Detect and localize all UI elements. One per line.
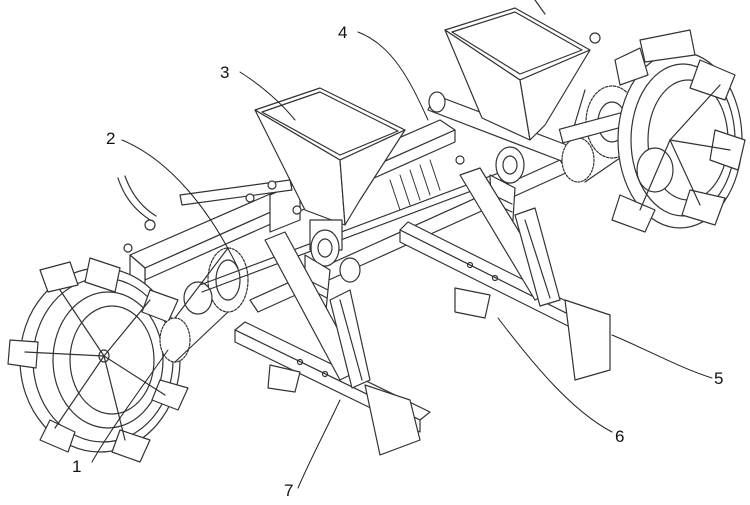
- right-wheel: [611, 29, 746, 233]
- callout-1: 1: [72, 457, 82, 476]
- leader-7: [297, 399, 341, 489]
- left-sprocket: [159, 247, 249, 363]
- callout-3: 3: [220, 63, 230, 82]
- leader-5: [611, 334, 713, 379]
- leader-2: [121, 139, 239, 269]
- left-seed-unit: [264, 229, 421, 456]
- callout-7: 7: [284, 481, 294, 500]
- callout-6: 6: [615, 427, 625, 446]
- callout-5: 5: [714, 369, 724, 388]
- right-hopper: [444, 0, 591, 141]
- left-wheel: [7, 257, 189, 463]
- leader-6: [497, 317, 613, 433]
- leader-1: [91, 349, 169, 463]
- leader-3: [239, 71, 296, 121]
- left-hopper: [254, 87, 406, 251]
- callout-4: 4: [338, 23, 348, 42]
- leader-lines: [91, 31, 713, 489]
- leader-4: [357, 31, 429, 121]
- right-seed-unit: [389, 146, 611, 381]
- callout-2: 2: [106, 129, 116, 148]
